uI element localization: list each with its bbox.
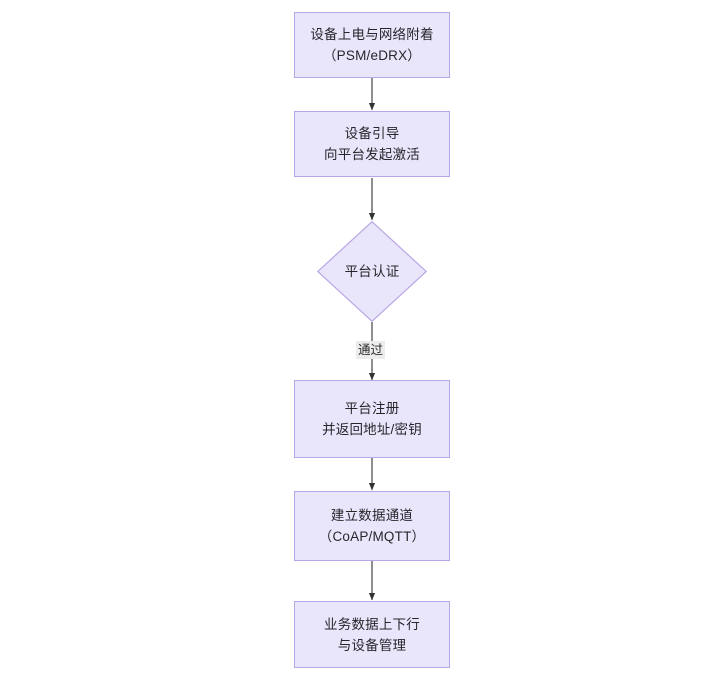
node-device-power-on[interactable]: 设备上电与网络附着 （PSM/eDRX）: [294, 12, 450, 78]
node-line: 并返回地址/密钥: [322, 422, 422, 437]
decision-label: 平台认证: [344, 264, 400, 279]
node-line: （PSM/eDRX）: [322, 48, 422, 63]
node-business-data-and-device-management[interactable]: 业务数据上下行 与设备管理: [294, 601, 450, 668]
node-line: 业务数据上下行: [324, 616, 420, 632]
node-device-bootstrap[interactable]: 设备引导 向平台发起激活: [294, 111, 450, 177]
edge-label-pass: 通过: [356, 341, 386, 359]
node-line: （CoAP/MQTT）: [318, 529, 426, 544]
diamond-shape: [317, 221, 427, 322]
node-line: 与设备管理: [337, 637, 407, 653]
node-platform-registration[interactable]: 平台注册 并返回地址/密钥: [294, 380, 450, 458]
node-establish-data-channel[interactable]: 建立数据通道 （CoAP/MQTT）: [294, 491, 450, 561]
node-line: 向平台发起激活: [324, 147, 420, 162]
node-line: 设备引导: [344, 126, 400, 141]
node-line: 建立数据通道: [330, 508, 414, 523]
node-line: 设备上电与网络附着: [310, 27, 434, 42]
node-platform-authentication[interactable]: 平台认证: [317, 221, 427, 322]
node-line: 平台注册: [344, 401, 400, 416]
